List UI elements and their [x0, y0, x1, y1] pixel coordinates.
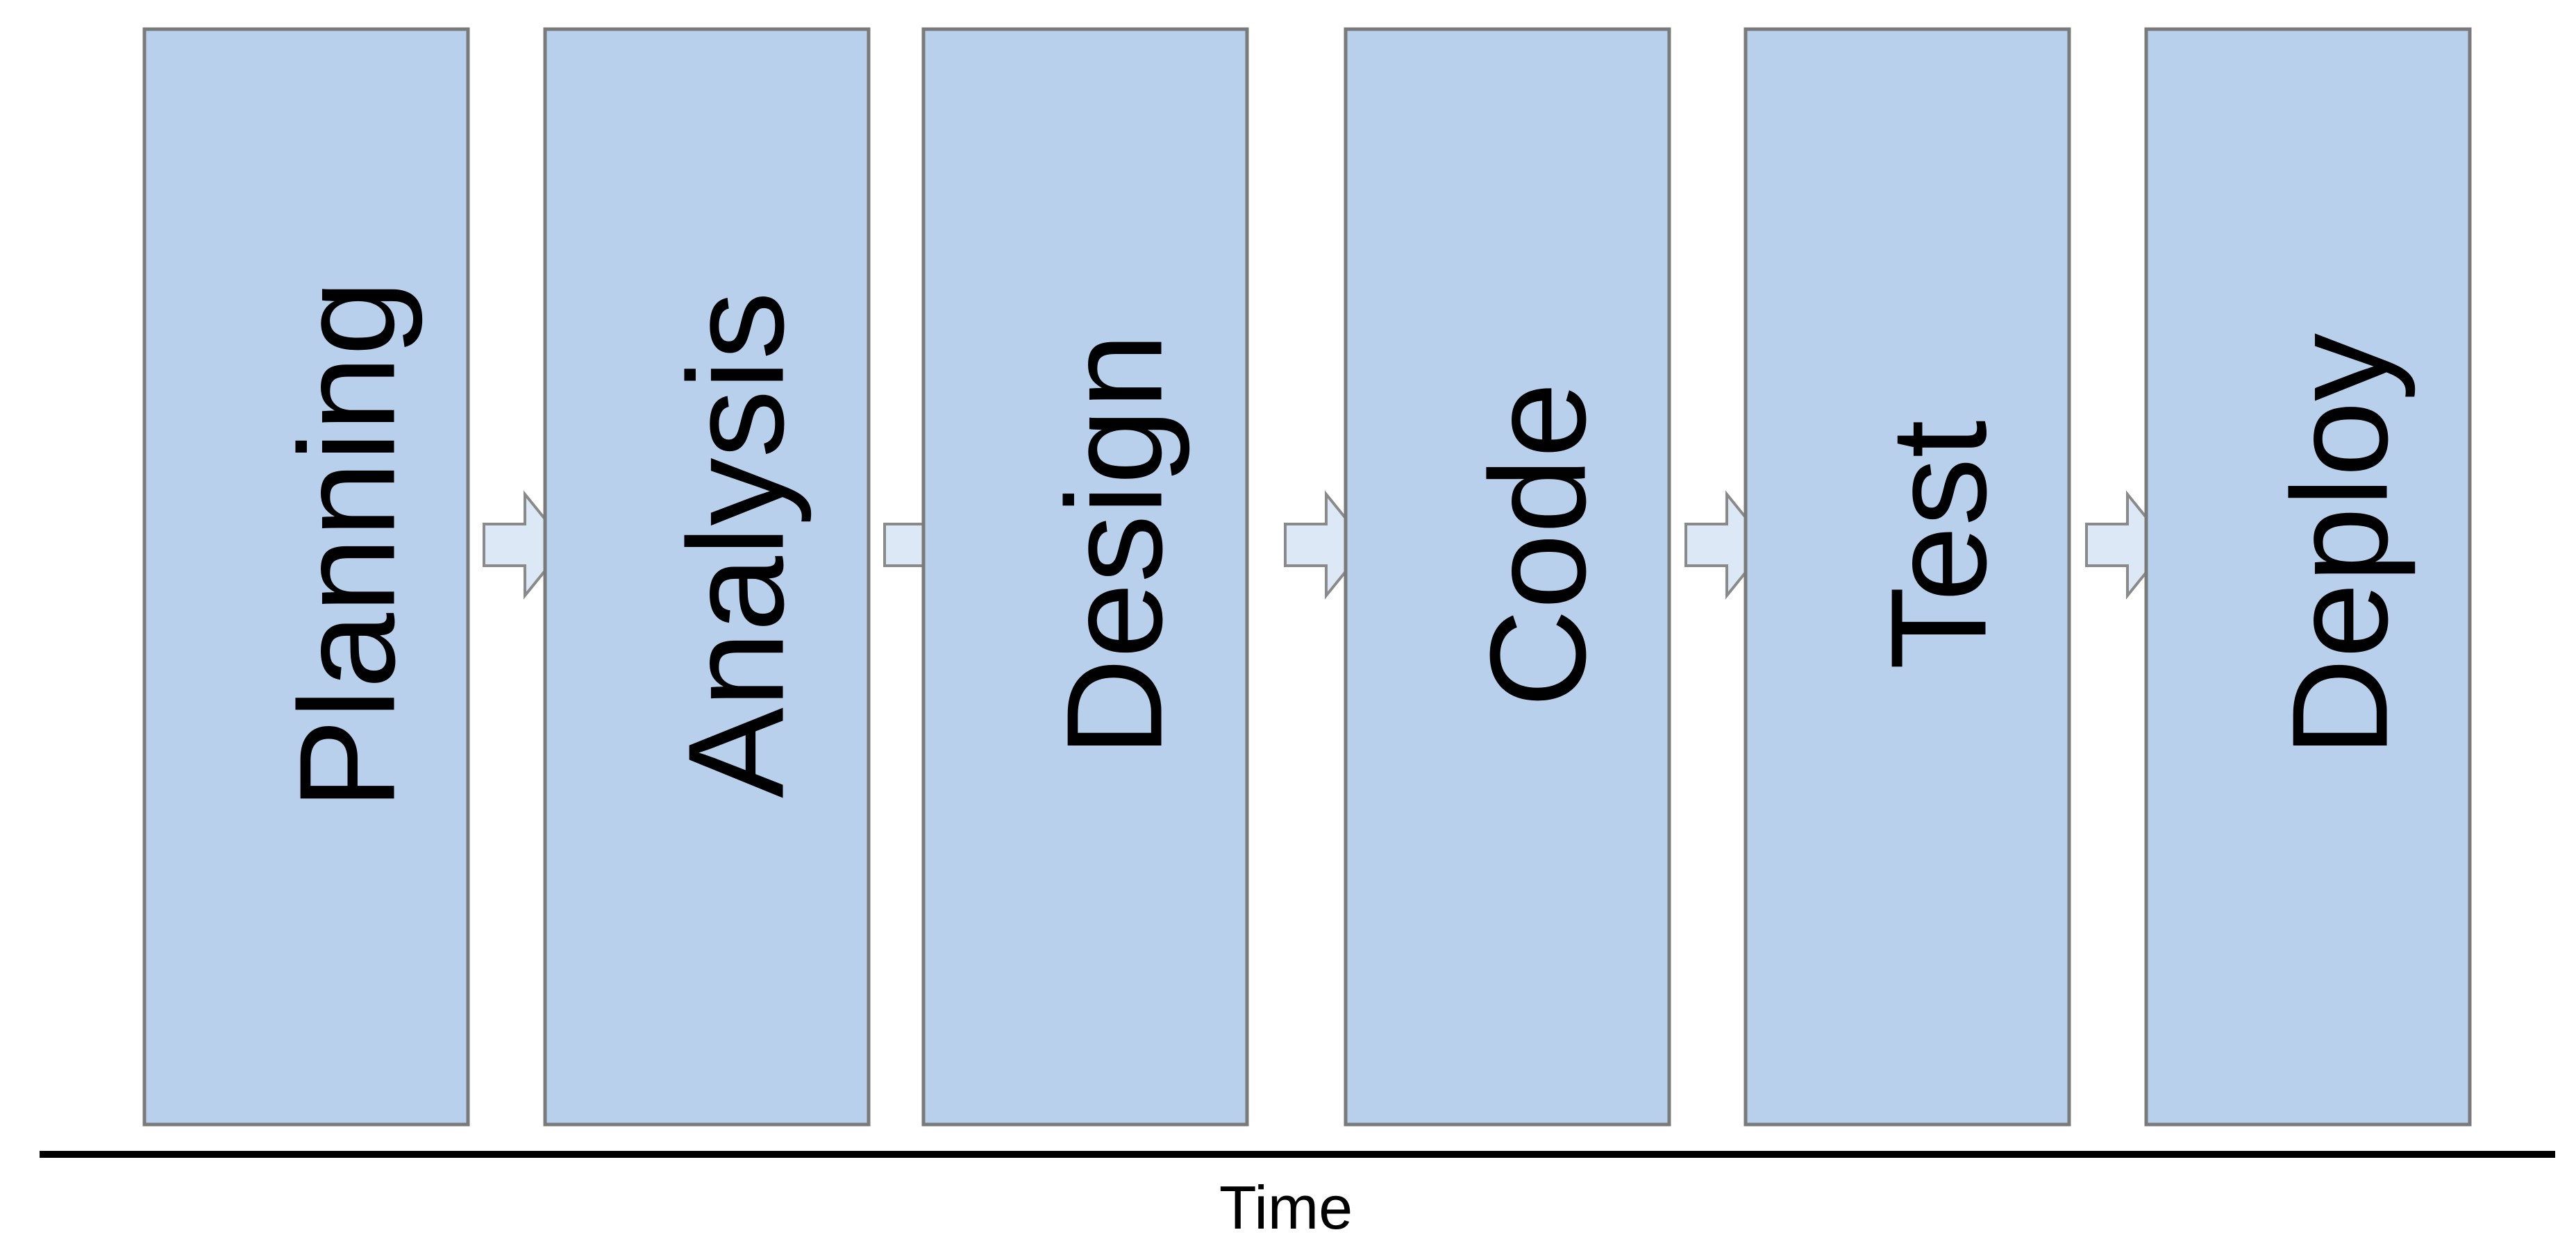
phase-design: Design	[921, 27, 1249, 1127]
phase-label-test: Test	[1863, 420, 2015, 669]
phase-planning: Planning	[142, 27, 470, 1127]
phase-box-design	[921, 27, 1249, 1127]
phase-box-planning	[142, 27, 470, 1127]
phase-label-code: Code	[1462, 382, 1614, 708]
time-axis-label: Time	[1219, 1173, 1353, 1242]
phase-test: Test	[1743, 27, 2071, 1127]
phase-box-analysis	[543, 27, 871, 1127]
phase-code: Code	[1344, 27, 1671, 1127]
phase-label-planning: Planning	[271, 280, 424, 810]
phase-box-deploy	[2144, 27, 2472, 1127]
phase-analysis: Analysis	[543, 27, 871, 1127]
phase-box-test	[1743, 27, 2071, 1127]
phase-deploy: Deploy	[2144, 27, 2472, 1127]
phase-label-analysis: Analysis	[660, 292, 812, 798]
phase-box-code	[1344, 27, 1671, 1127]
phase-label-design: Design	[1039, 333, 1191, 757]
phase-label-deploy: Deploy	[2264, 333, 2416, 757]
